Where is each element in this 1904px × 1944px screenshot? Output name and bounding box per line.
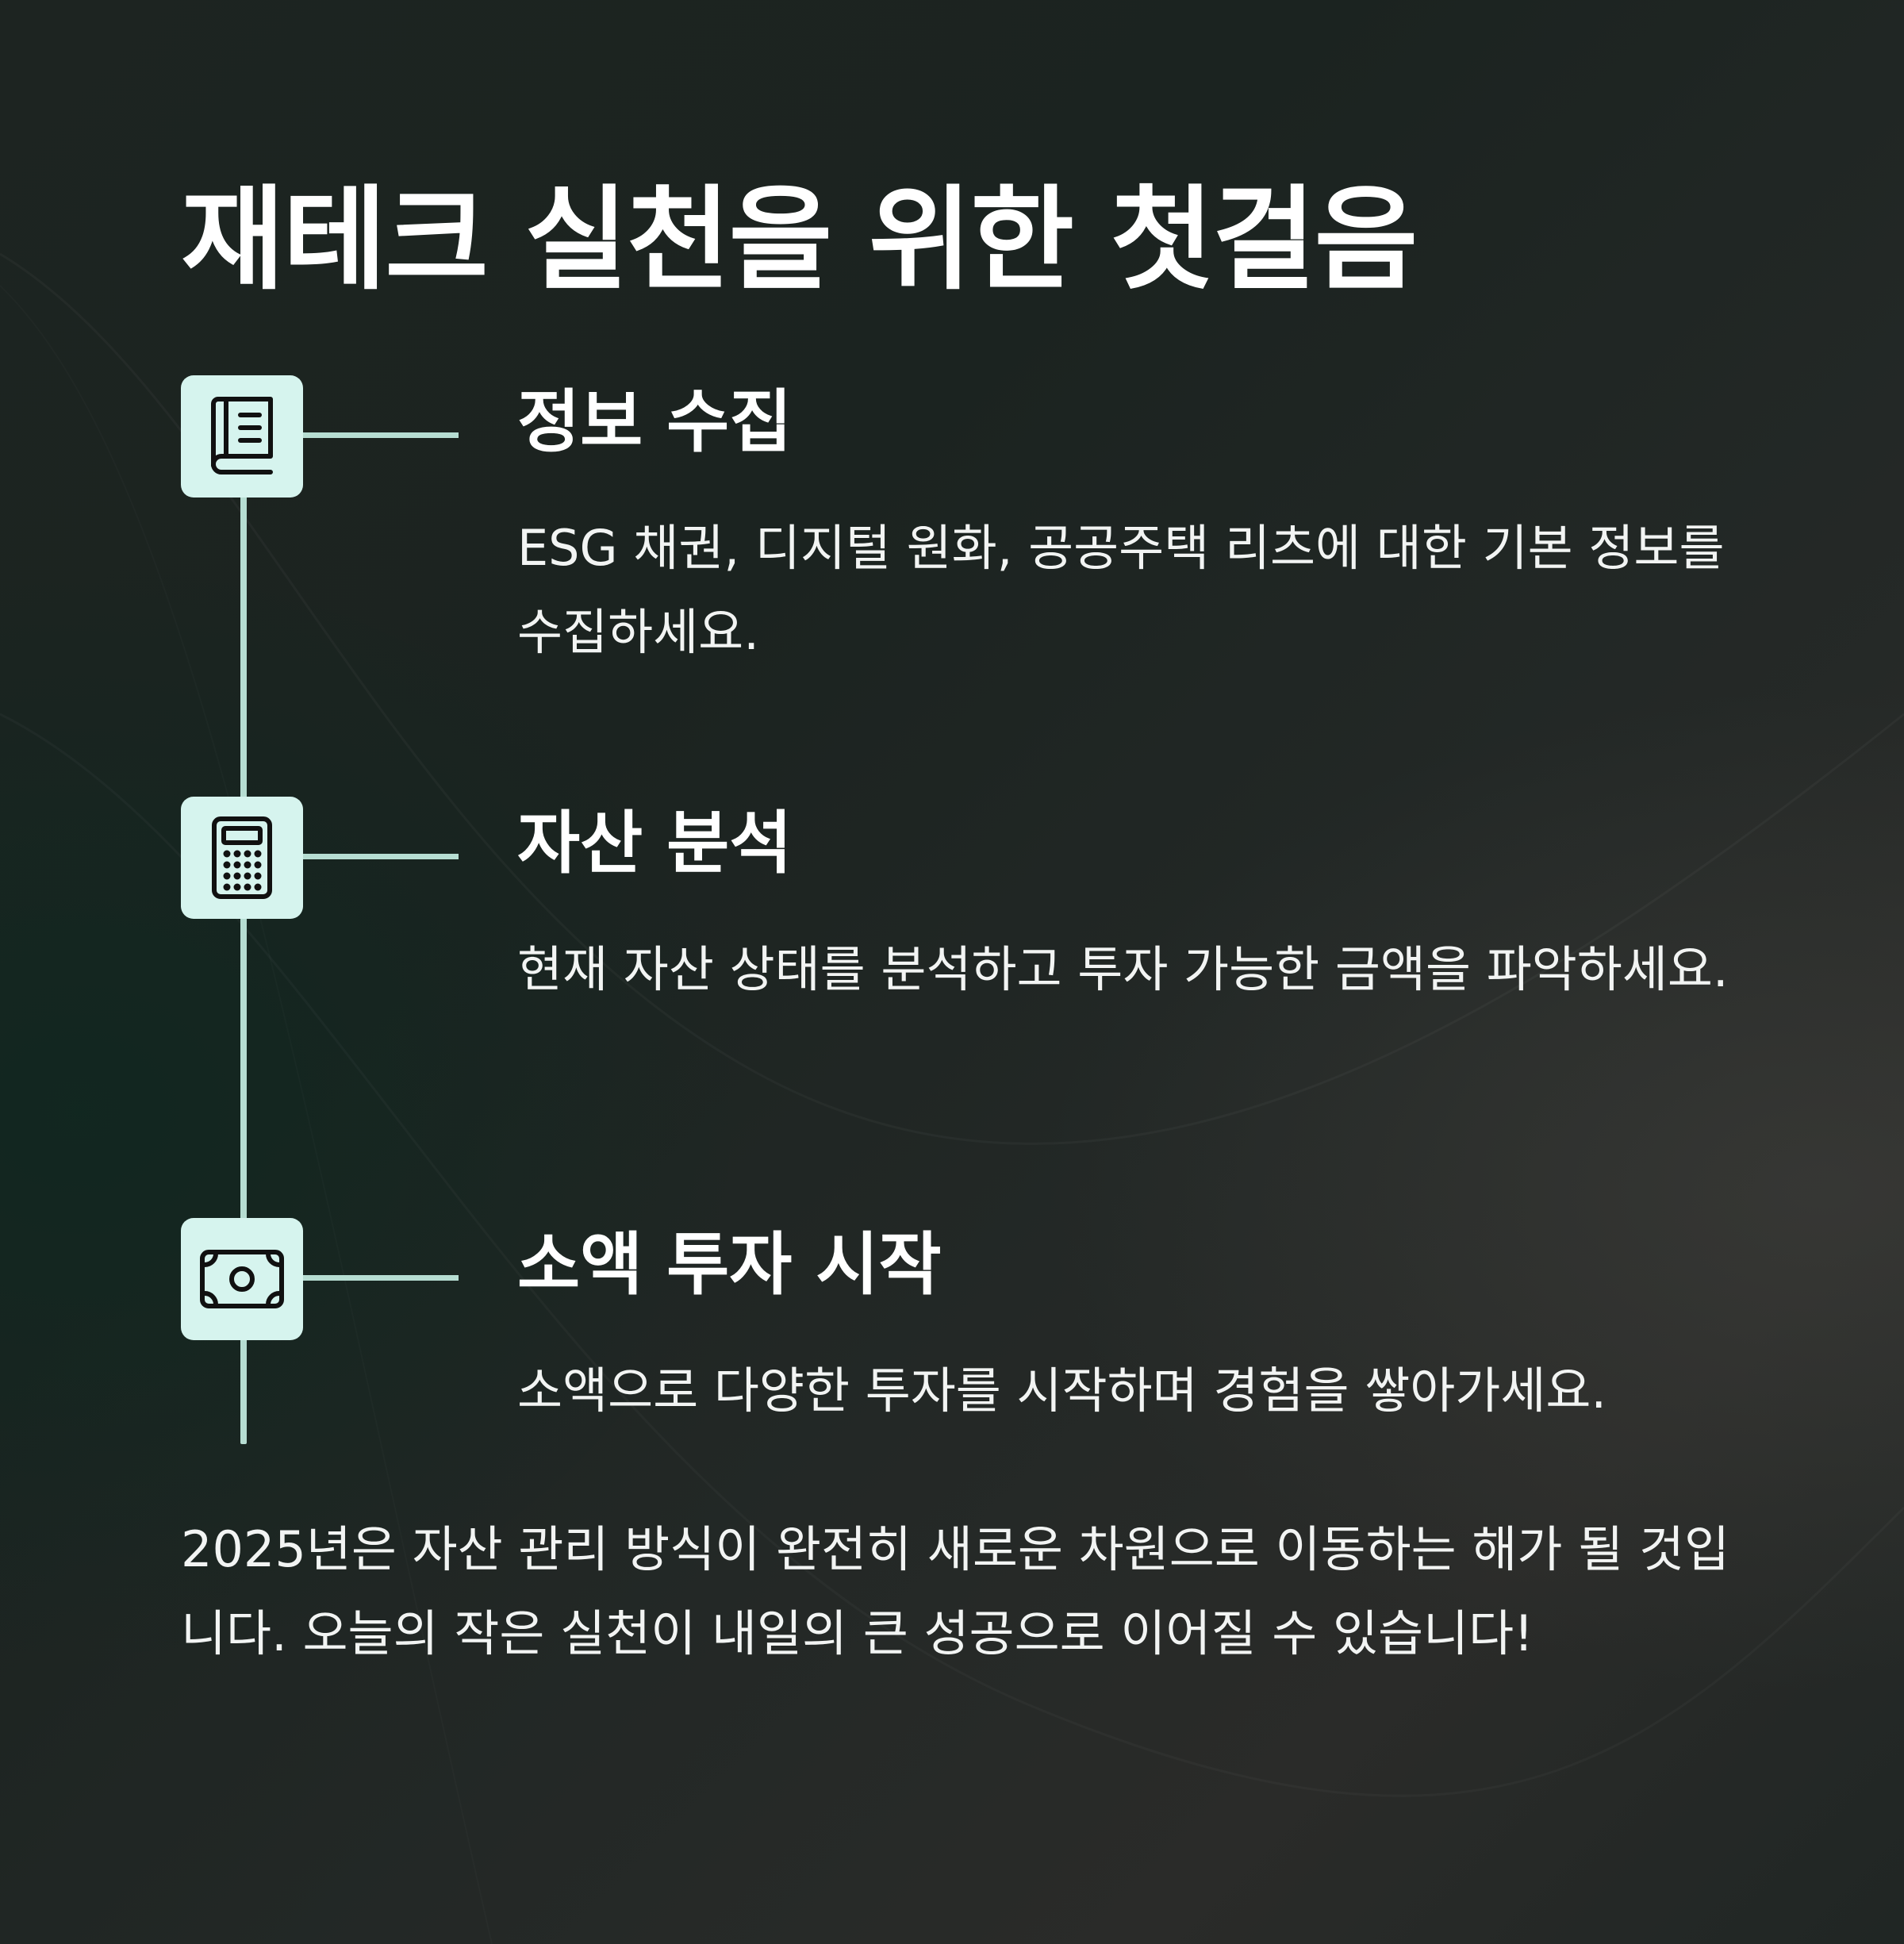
calculator-icon xyxy=(206,814,278,901)
step-connector xyxy=(303,854,459,859)
step-description: ESG 채권, 디지털 원화, 공공주택 리츠에 대한 기본 정보를 수집하세요… xyxy=(517,519,1725,661)
step-title: 정보 수집 xyxy=(517,382,793,462)
step-title: 자산 분석 xyxy=(517,804,793,883)
step-icon-box xyxy=(181,797,303,919)
step-description: 현재 자산 상태를 분석하고 투자 가능한 금액을 파악하세요. xyxy=(517,940,1729,998)
step-connector xyxy=(303,432,459,438)
timeline-line xyxy=(240,476,247,1444)
money-bill-icon xyxy=(198,1247,286,1311)
step-icon-box xyxy=(181,375,303,498)
step-title: 소액 투자 시작 xyxy=(517,1225,942,1304)
book-icon xyxy=(202,393,282,480)
step-icon-box xyxy=(181,1218,303,1340)
footer-text: 2025년은 자산 관리 방식이 완전히 새로운 차원으로 이동하는 해가 될 … xyxy=(181,1520,1729,1662)
step-connector xyxy=(303,1275,459,1281)
step-description: 소액으로 다양한 투자를 시작하며 경험을 쌓아가세요. xyxy=(517,1362,1607,1420)
page-title: 재테크 실천을 위한 첫걸음 xyxy=(181,175,1418,305)
